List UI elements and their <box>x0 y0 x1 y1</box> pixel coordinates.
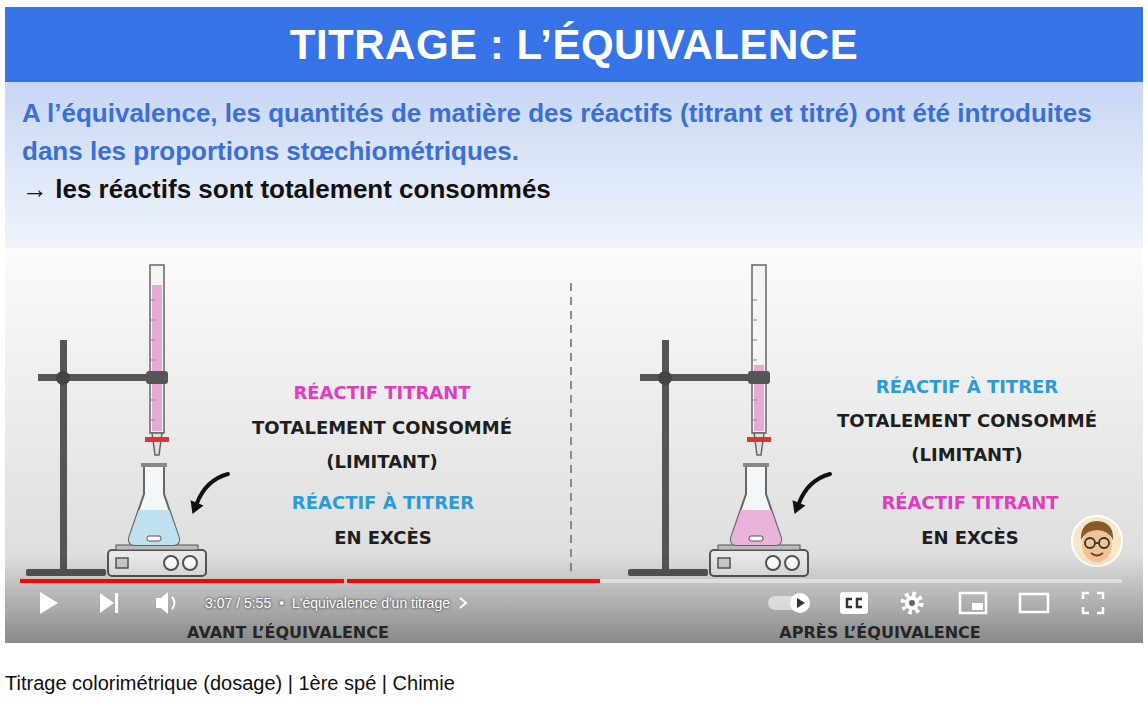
stir-bar <box>749 536 763 541</box>
reagent-state: TOTALEMENT CONSOMMÉ (LIMITANT) <box>222 411 542 479</box>
burette-clamp <box>748 371 770 384</box>
avatar-glasses <box>1085 538 1095 548</box>
controls-shade <box>5 555 1143 643</box>
reagent-name: RÉACTIF À TITRER <box>876 370 1058 404</box>
autoplay-toggle <box>790 593 810 613</box>
erlenmeyer-flask <box>129 466 179 545</box>
next-icon <box>115 593 118 613</box>
volume-icon <box>156 592 168 614</box>
titration-setup-left <box>26 265 228 576</box>
autoplay-toggle <box>797 598 805 608</box>
chapter-title: L'équivalence d'un titrage <box>292 594 450 612</box>
titration-setup-right <box>628 265 830 576</box>
flask-liquid <box>129 510 179 545</box>
clamp-knob <box>56 371 70 385</box>
avatar-hair <box>1081 521 1113 540</box>
reagent-name: RÉACTIF TITRANT <box>293 376 470 410</box>
settings-icon <box>905 596 919 610</box>
avatar-glasses <box>1095 542 1099 544</box>
chapter-chevron <box>458 596 468 610</box>
conclusion-text: → les réactifs sont totalement consommés <box>22 170 1126 208</box>
subtitles-icon <box>840 592 868 614</box>
burette-clamp <box>146 371 168 384</box>
phase-heading: AVANT L’ÉQUIVALENCE <box>187 623 389 643</box>
erlenmeyer-flask <box>731 466 781 545</box>
subtitles-icon <box>840 592 868 614</box>
reagent-name: RÉACTIF À TITRER <box>292 486 474 520</box>
burette-titrant <box>152 285 162 431</box>
pointer-arrow <box>197 474 228 503</box>
slide-floor <box>5 248 1143 643</box>
avatar-glasses <box>1099 538 1109 548</box>
video-time: 3:07 / 5:55 <box>205 594 271 612</box>
next-icon <box>100 593 114 613</box>
video-caption: Titrage colorimétrique (dosage) | 1ère s… <box>5 670 455 696</box>
slide-title: TITRAGE : L’ÉQUIVALENCE <box>290 21 858 69</box>
separator-dot: • <box>279 594 284 612</box>
title-band <box>5 7 1143 82</box>
pointer-arrowhead <box>191 500 204 514</box>
reagent-state: TOTALEMENT CONSOMMÉ (LIMITANT) <box>807 404 1127 472</box>
burette-tube <box>150 265 164 433</box>
phase-heading: APRÈS L’ÉQUIVALENCE <box>779 623 980 643</box>
volume-icon <box>156 592 175 614</box>
reagent-state: EN EXCÈS <box>921 521 1019 555</box>
flask-liquid <box>731 510 781 545</box>
volume-icon <box>172 597 175 609</box>
reagent-state: EN EXCÈS <box>334 521 432 555</box>
settings-icon <box>903 594 921 612</box>
play-icon <box>40 592 58 614</box>
next-icon <box>100 593 118 613</box>
stopcock <box>747 437 771 442</box>
chapter-gap <box>344 579 347 583</box>
pointer-arrowhead <box>793 500 806 514</box>
theater-icon <box>1020 594 1048 612</box>
miniplayer-icon <box>972 603 983 610</box>
settings-icon <box>909 600 915 606</box>
chapter-chevron <box>460 598 466 608</box>
progress-played <box>20 579 600 583</box>
burette-graduation <box>150 300 155 420</box>
definition-panel: A l’équivalence, les quantités de matièr… <box>5 82 1143 248</box>
subtitles-icon <box>847 599 862 607</box>
flask-lip <box>141 463 167 467</box>
burette-tip <box>754 433 764 455</box>
clamp-knob <box>658 371 672 385</box>
player-time-row: 3:07 / 5:55 • L'équivalence d'un titrage <box>205 594 468 612</box>
miniplayer-icon <box>960 593 986 613</box>
flask-lip <box>743 463 769 467</box>
burette-graduation <box>752 300 757 420</box>
pointer-arrow <box>799 474 830 503</box>
stopcock <box>145 437 169 442</box>
burette-tube <box>752 265 766 433</box>
title-band: TITRAGE : L’ÉQUIVALENCE <box>5 7 1143 82</box>
fullscreen-icon <box>1083 593 1103 613</box>
miniplayer-icon <box>960 593 986 613</box>
definition-text: A l’équivalence, les quantités de matièr… <box>22 94 1126 170</box>
settings-icon <box>903 594 921 612</box>
reagent-name: RÉACTIF TITRANT <box>881 486 1058 520</box>
progress-track <box>20 579 1122 583</box>
burette-tip <box>152 433 162 455</box>
divider-line <box>570 283 572 572</box>
autoplay-toggle <box>768 593 810 613</box>
stir-bar <box>147 536 161 541</box>
